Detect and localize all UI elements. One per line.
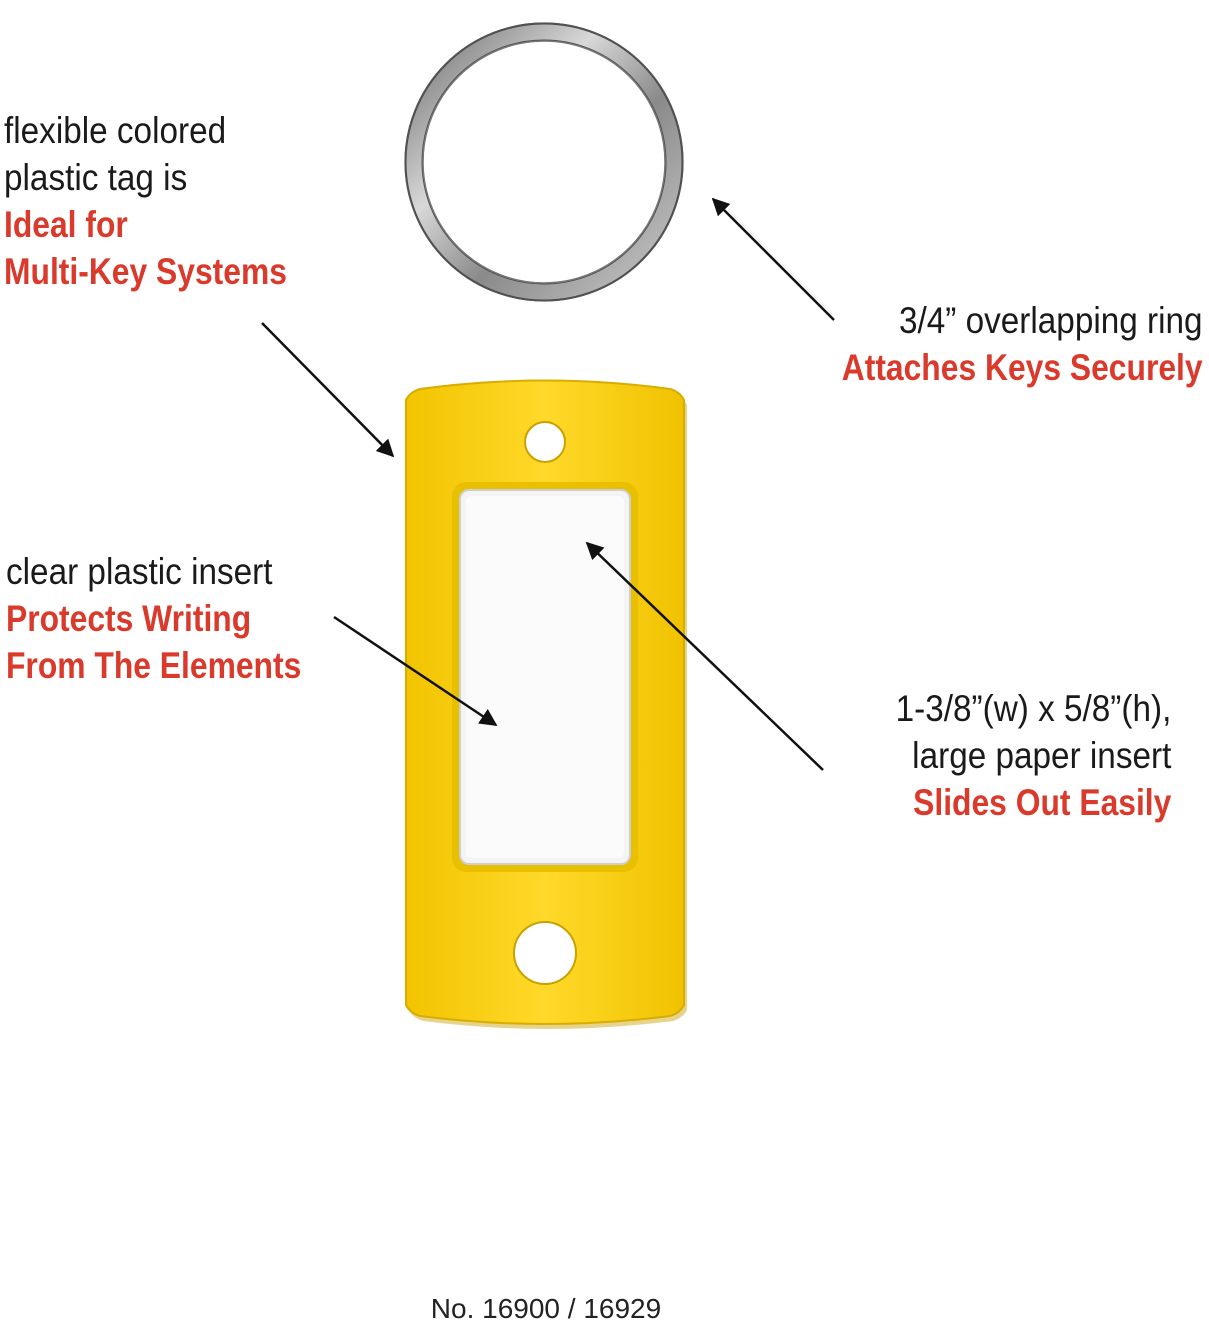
callout-highlight: Multi-Key Systems xyxy=(4,250,287,292)
callout-text: flexible colored xyxy=(4,110,227,151)
key-tag-icon xyxy=(405,379,687,1029)
arrow-icon xyxy=(333,615,498,727)
callout-text: large paper insert xyxy=(911,734,1171,776)
callout-highlight: Slides Out Easily xyxy=(912,781,1171,823)
callout-highlight: From The Elements xyxy=(6,644,302,686)
product-number: No. 16900 / 16929 xyxy=(430,1293,662,1324)
callout-text: 1-3/8”(w) x 5/8”(h), xyxy=(895,688,1171,729)
callout-paper-insert: 1-3/8”(w) x 5/8”(h), large paper insert … xyxy=(865,686,1171,827)
arrow-icon xyxy=(711,197,835,321)
callout-highlight: Attaches Keys Securely xyxy=(842,346,1203,388)
arrow-icon xyxy=(585,541,824,771)
callout-text: plastic tag is xyxy=(4,156,188,198)
callout-tag-material: flexible colored plastic tag is Ideal fo… xyxy=(4,108,333,296)
callout-ring: 3/4” overlapping ring Attaches Keys Secu… xyxy=(783,298,1203,392)
split-key-ring-icon xyxy=(404,22,684,302)
callout-plastic-insert: clear plastic insert Protects Writing Fr… xyxy=(6,549,349,690)
callout-highlight: Ideal for xyxy=(4,203,128,245)
arrow-icon xyxy=(261,322,395,458)
callout-highlight: Protects Writing xyxy=(6,597,252,639)
callout-text: 3/4” overlapping ring xyxy=(899,300,1203,341)
callout-text: clear plastic insert xyxy=(6,551,273,592)
